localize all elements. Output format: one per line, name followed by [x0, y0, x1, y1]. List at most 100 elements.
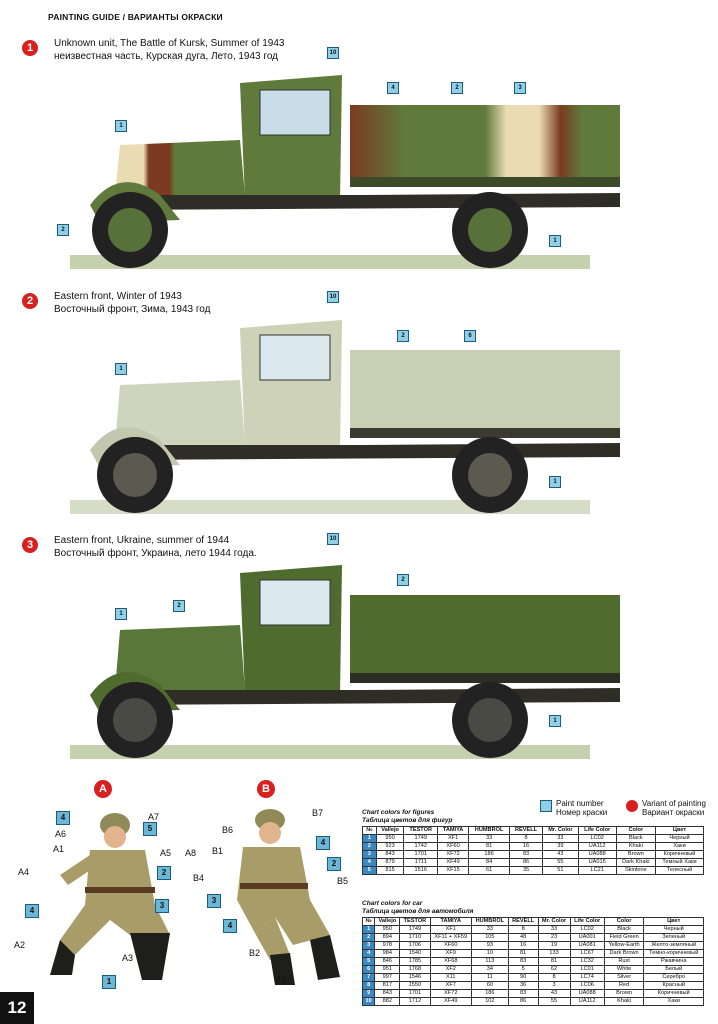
page-number: 12 [0, 992, 34, 1024]
table-cell: 33 [537, 925, 571, 934]
table-cell: 5 [507, 965, 539, 974]
figure-b-illustration [237, 809, 340, 985]
paint-callout: 4 [25, 904, 39, 918]
table-cell: 1785 [399, 957, 431, 966]
table-cell: 83 [507, 989, 539, 998]
table-cell: XF2 [429, 965, 472, 974]
figure-part-tag: A1 [53, 844, 65, 854]
table-cell: 984 [374, 949, 401, 958]
table-cell: LC01 [569, 965, 605, 974]
table-header-row: № Vallejo TESTOR TAMIYA HUMBROL REVELL M… [361, 917, 704, 926]
table-cell: 90 [507, 973, 539, 982]
figure-part-tag: A6 [55, 829, 67, 839]
paint-callout: 10 [327, 291, 339, 303]
figure-a-label: A [94, 780, 112, 798]
table-cell: LC21 [577, 866, 617, 875]
table-cell: 62 [537, 965, 571, 974]
table-cell: 35 [509, 866, 544, 875]
table-cell: 846 [374, 957, 401, 966]
figure-part-tag: A5 [160, 848, 172, 858]
table-cell: Зеленый [643, 933, 704, 942]
figure-part-tag: B7 [312, 808, 324, 818]
table-cell: 4 [361, 949, 376, 958]
table-cell: Black [615, 834, 657, 843]
table-cell: 39 [542, 842, 579, 851]
table-cell: 1749 [399, 925, 431, 934]
table-cell: LC32 [569, 957, 605, 966]
table-cell: UA112 [569, 997, 605, 1006]
table-cell: LC67 [569, 949, 605, 958]
table-cell: 48 [507, 933, 539, 942]
table-cell: XF15 [437, 866, 470, 875]
table-cell: UA112 [577, 842, 617, 851]
table-cell: 3 [362, 850, 377, 859]
truck-illustration-2 [70, 320, 620, 514]
table-cell: Brown [615, 850, 657, 859]
table-cell: 879 [375, 858, 405, 867]
table-cell: Хаки [655, 842, 704, 851]
figure-part-tag: B5 [337, 876, 349, 886]
table-cell: Yellow-Earth [603, 941, 645, 950]
figure-part-tag: B6 [222, 825, 234, 835]
table-cell: 1768 [399, 965, 431, 974]
table-cell: 951 [374, 965, 401, 974]
paint-callout: 2 [451, 82, 463, 94]
variant-title: Eastern front, Winter of 1943 Восточный … [54, 291, 211, 315]
table-cell: 1710 [399, 933, 431, 942]
table-cell: XF72 [429, 989, 472, 998]
table-cell: 817 [374, 981, 401, 990]
table-cell: 2 [362, 842, 377, 851]
table-cell: 83 [507, 957, 539, 966]
paint-callout: 4 [387, 82, 399, 94]
table-cell: 61 [468, 866, 511, 875]
page-header: PAINTING GUIDE / ВАРИАНТЫ ОКРАСКИ [48, 12, 223, 22]
table-cell: 2 [361, 933, 376, 942]
table-cell: Black [603, 925, 645, 934]
table-cell: Красный [643, 981, 704, 990]
table-cell: 84 [468, 858, 511, 867]
table-cell: 81 [468, 842, 511, 851]
table-cell: Темно-коричневый [643, 949, 704, 958]
paint-callout: 2 [57, 224, 69, 236]
table-cell: Ржавчина [643, 957, 704, 966]
table-cell: Хаки [643, 997, 704, 1006]
table-cell: 923 [375, 842, 405, 851]
table-cell: 978 [374, 941, 401, 950]
table-cell: 55 [542, 858, 579, 867]
table-cell: XF68 [429, 957, 472, 966]
table-cell: 997 [374, 973, 401, 982]
table-cell: 36 [507, 981, 539, 990]
table-cell: 1 [361, 925, 376, 934]
table-cell: 86 [507, 997, 539, 1006]
variant-title: Unknown unit, The Battle of Kursk, Summe… [54, 38, 285, 62]
table-cell: 894 [374, 933, 401, 942]
table-cell: 1546 [399, 973, 431, 982]
table-cell: Белый [643, 965, 704, 974]
table-cell: 105 [470, 933, 509, 942]
paint-callout: 6 [464, 330, 476, 342]
table-cell: XF9 [429, 949, 472, 958]
table-cell: XF60 [429, 941, 472, 950]
table-cell: 113 [470, 957, 509, 966]
paint-callout: 5 [143, 822, 157, 836]
paint-callout: 4 [223, 919, 237, 933]
variant-dot-swatch [626, 800, 638, 812]
table-cell: 51 [542, 866, 579, 875]
table-cell: 8 [361, 981, 376, 990]
table-cell: 11 [470, 973, 509, 982]
table-cell: 9 [361, 989, 376, 998]
table-cell: UA088 [577, 850, 617, 859]
table-cell: 1540 [399, 949, 431, 958]
table-cell: 83 [509, 850, 544, 859]
table-cell: 1749 [403, 834, 439, 843]
figure-chart-title: Chart colors for figures Таблица цветов … [362, 809, 453, 824]
table-cell: UA088 [569, 989, 605, 998]
table-cell: 843 [374, 989, 401, 998]
